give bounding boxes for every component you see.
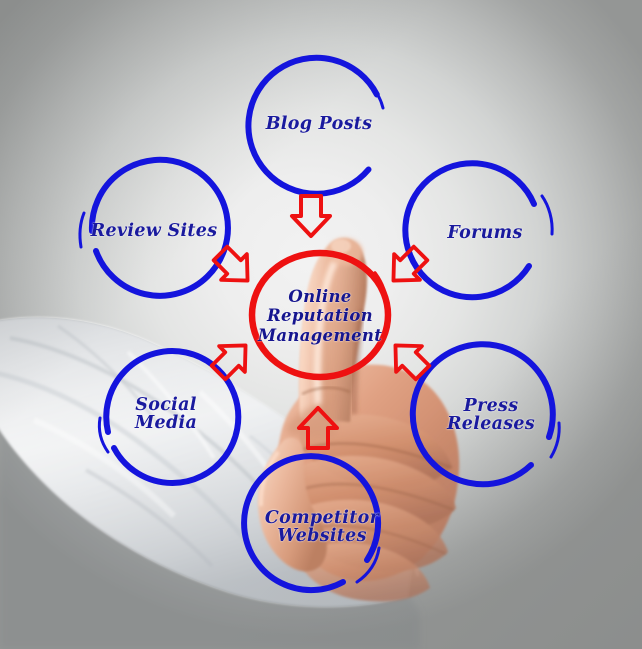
forums-ring: [402, 160, 554, 301]
node-press-releases[interactable]: Press Releases: [409, 337, 569, 493]
node-review-sites[interactable]: Review Sites: [78, 155, 231, 307]
blog-posts-ring: [245, 54, 385, 197]
center-ring: [248, 249, 392, 381]
node-center-label: Online Reputation Management: [257, 286, 383, 345]
node-review-sites-label: Review Sites: [90, 220, 218, 241]
node-blog-posts[interactable]: Blog Posts: [243, 48, 395, 200]
node-forums[interactable]: Forums: [402, 158, 560, 308]
social-media-ring: [97, 348, 242, 486]
node-competitor-websites[interactable]: Competitor Websites: [241, 452, 397, 602]
review-sites-ring: [78, 156, 231, 299]
node-online-reputation-management[interactable]: Online Reputation Management: [247, 249, 393, 383]
competitor-websites-ring: [241, 453, 382, 594]
node-competitor-websites-label: Competitor Websites: [264, 507, 380, 546]
node-social-media-label: Social Media: [134, 394, 198, 433]
arrow-from-competitor-websites: [294, 404, 342, 452]
node-press-releases-label: Press Releases: [446, 395, 536, 434]
diagram-title: Online Reputation Management concept dia…: [0, 0, 1, 1]
node-social-media[interactable]: Social Media: [92, 340, 242, 488]
node-blog-posts-label: Blog Posts: [265, 113, 373, 134]
node-forums-label: Forums: [447, 222, 523, 243]
